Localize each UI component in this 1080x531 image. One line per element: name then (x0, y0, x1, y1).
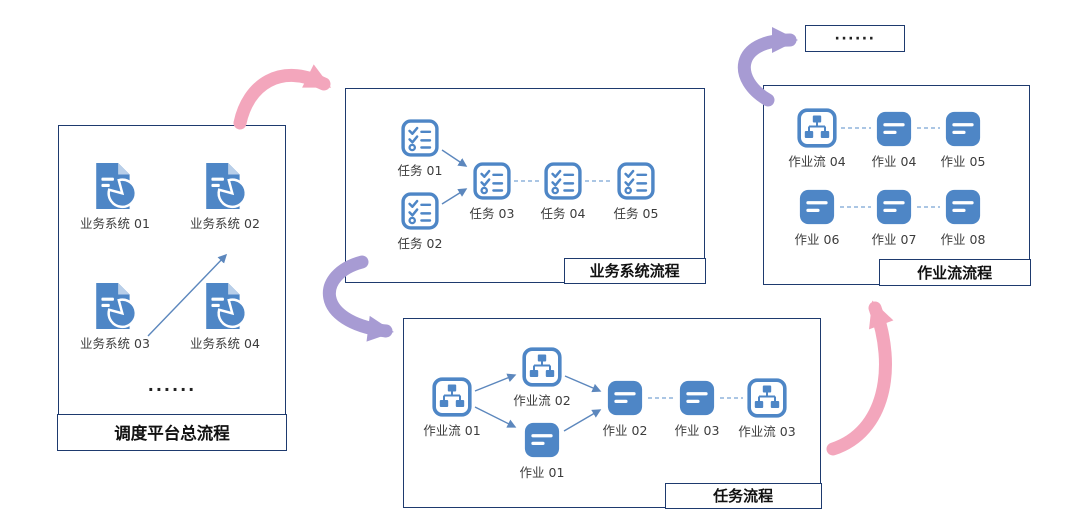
job-icon (944, 188, 982, 226)
node-label: 作业 08 (940, 232, 986, 247)
node-label: 作业流 01 (423, 423, 481, 438)
node-job-07: 作业 07 (855, 188, 933, 248)
arrow-taskflow-to-jobflow (826, 300, 894, 456)
node-label: 作业 01 (519, 465, 565, 480)
platform-box: 调度平台总流程 (57, 125, 287, 451)
jobflow-box-title: 作业流流程 (878, 258, 1031, 286)
document-chart-icon (201, 282, 249, 330)
node-label: 作业 02 (602, 423, 648, 438)
node-label: 任务 04 (540, 206, 586, 221)
node-business-system-04: 业务系统 04 (180, 282, 270, 352)
node-job-03: 作业 03 (658, 379, 736, 439)
node-job-05: 作业 05 (924, 110, 1002, 170)
node-business-system-02: 业务系统 02 (180, 162, 270, 232)
job-icon (523, 421, 561, 459)
checklist-icon (401, 119, 439, 157)
arrow-platform-to-business (233, 64, 332, 130)
node-label: 业务系统 02 (190, 216, 260, 231)
node-workflow-04: 作业流 04 (777, 108, 857, 170)
workflow-tree-icon (432, 377, 472, 417)
workflow-tree-icon (747, 378, 787, 418)
taskflow-box-title: 任务流程 (664, 482, 822, 509)
node-label: 任务 05 (613, 206, 659, 221)
workflow-tree-icon (522, 347, 562, 387)
node-task-04: 任务 04 (528, 162, 598, 222)
node-label: 任务 03 (469, 206, 515, 221)
checklist-icon (473, 162, 511, 200)
node-label: 业务系统 03 (80, 336, 150, 351)
platform-ellipsis: ······ (147, 380, 197, 399)
node-business-system-03: 业务系统 03 (70, 282, 160, 352)
job-icon (798, 188, 836, 226)
node-business-system-01: 业务系统 01 (70, 162, 160, 232)
node-job-01: 作业 01 (503, 421, 581, 481)
job-icon (875, 188, 913, 226)
more-box-ellipsis: ······ (834, 30, 876, 47)
node-label: 任务 01 (397, 163, 443, 178)
node-label: 作业流 03 (738, 424, 796, 439)
business-box-title: 业务系统流程 (563, 257, 706, 284)
node-task-01: 任务 01 (385, 119, 455, 179)
document-chart-icon (201, 162, 249, 210)
node-label: 任务 02 (397, 236, 443, 251)
node-job-06: 作业 06 (778, 188, 856, 248)
node-label: 作业流 02 (513, 393, 571, 408)
document-chart-icon (91, 162, 139, 210)
node-job-04: 作业 04 (855, 110, 933, 170)
job-icon (606, 379, 644, 417)
document-chart-icon (91, 282, 139, 330)
checklist-icon (544, 162, 582, 200)
node-label: 业务系统 01 (80, 216, 150, 231)
node-label: 作业 07 (871, 232, 917, 247)
node-workflow-03: 作业流 03 (727, 378, 807, 440)
job-icon (678, 379, 716, 417)
node-label: 作业 04 (871, 154, 917, 169)
node-label: 作业流 04 (788, 154, 846, 169)
node-job-02: 作业 02 (586, 379, 664, 439)
node-workflow-01: 作业流 01 (412, 377, 492, 439)
job-icon (875, 110, 913, 148)
node-label: 业务系统 04 (190, 336, 260, 351)
job-icon (944, 110, 982, 148)
node-task-03: 任务 03 (457, 162, 527, 222)
node-workflow-02: 作业流 02 (502, 347, 582, 409)
node-label: 作业 06 (794, 232, 840, 247)
node-task-02: 任务 02 (385, 192, 455, 252)
more-box: ······ (805, 25, 905, 52)
checklist-icon (401, 192, 439, 230)
node-label: 作业 05 (940, 154, 986, 169)
checklist-icon (617, 162, 655, 200)
platform-box-title: 调度平台总流程 (57, 413, 287, 451)
node-task-05: 任务 05 (601, 162, 671, 222)
node-label: 作业 03 (674, 423, 720, 438)
workflow-tree-icon (797, 108, 837, 148)
node-job-08: 作业 08 (924, 188, 1002, 248)
